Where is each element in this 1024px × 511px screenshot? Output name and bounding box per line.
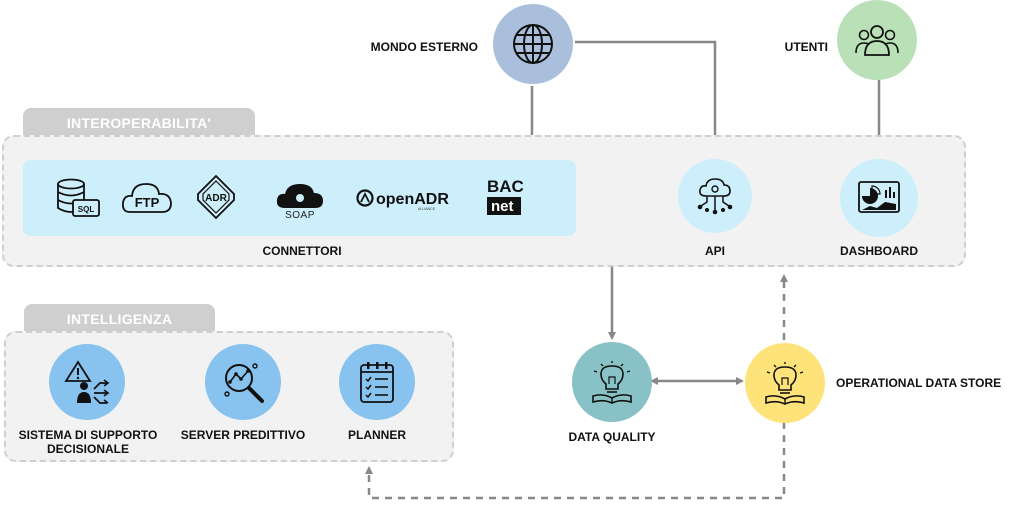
- openadr-logo-icon: openADR ALLIANCE: [356, 186, 456, 212]
- world-node: [493, 4, 573, 84]
- world-label: MONDO ESTERNO: [370, 40, 478, 54]
- connectors-bar: SQL FTP ADR SOAP openADR ALLIANCE: [23, 160, 576, 236]
- intelligence-title: INTELLIGENZA: [66, 311, 173, 327]
- lightbulb-book-icon: [765, 362, 805, 405]
- checklist-icon: [360, 362, 394, 403]
- api-label: API: [704, 244, 725, 258]
- soap-cloud-icon: SOAP: [273, 182, 327, 221]
- analytics-magnifier-icon: [224, 363, 264, 403]
- users-node: [837, 0, 917, 80]
- ftp-cloud-icon: FTP: [120, 178, 174, 218]
- sql-database-icon: SQL: [55, 178, 101, 220]
- dashboard-chart-icon: [858, 181, 900, 213]
- cloud-network-icon: [697, 178, 733, 215]
- warning-decision-icon: [64, 360, 110, 404]
- lightbulb-book-icon: [592, 361, 632, 404]
- bacnet-text: BAC: [487, 177, 524, 196]
- predictive-server-label: SERVER PREDITTIVO: [180, 428, 306, 442]
- adr-chip-icon: ADR: [195, 174, 237, 220]
- ftp-text: FTP: [135, 195, 160, 210]
- ods-node: [745, 343, 825, 423]
- predictive-server-node: [205, 344, 281, 420]
- data-quality-label: DATA QUALITY: [568, 430, 656, 444]
- dashboard-label: DASHBOARD: [840, 244, 918, 258]
- arrow-world-to-api: [575, 40, 719, 154]
- users-group-icon: [855, 25, 899, 56]
- bacnet-subtext: net: [491, 198, 514, 215]
- interoperability-title: INTEROPERABILITA': [66, 115, 212, 131]
- connectors-label: CONNETTORI: [262, 244, 342, 258]
- adr-text: ADR: [205, 193, 227, 204]
- users-label: UTENTI: [784, 40, 828, 54]
- openadr-text: openADR: [376, 191, 449, 208]
- ods-label: OPERATIONAL DATA STORE: [836, 376, 1002, 390]
- interoperability-tab: INTEROPERABILITA': [23, 108, 255, 136]
- openadr-subtext: ALLIANCE: [418, 207, 436, 211]
- soap-text: SOAP: [285, 210, 315, 221]
- decision-support-node: [49, 344, 125, 420]
- planner-label: PLANNER: [347, 428, 406, 442]
- dashboard-node: [840, 159, 918, 237]
- planner-node: [339, 344, 415, 420]
- data-quality-node: [572, 342, 652, 422]
- intelligence-tab: INTELLIGENZA: [24, 304, 215, 332]
- sql-text: SQL: [78, 205, 95, 214]
- decision-support-label: SISTEMA DI SUPPORTO DECISIONALE: [18, 428, 158, 456]
- bacnet-logo-icon: BAC net: [485, 176, 529, 220]
- api-node: [678, 159, 752, 233]
- globe-icon: [513, 24, 553, 64]
